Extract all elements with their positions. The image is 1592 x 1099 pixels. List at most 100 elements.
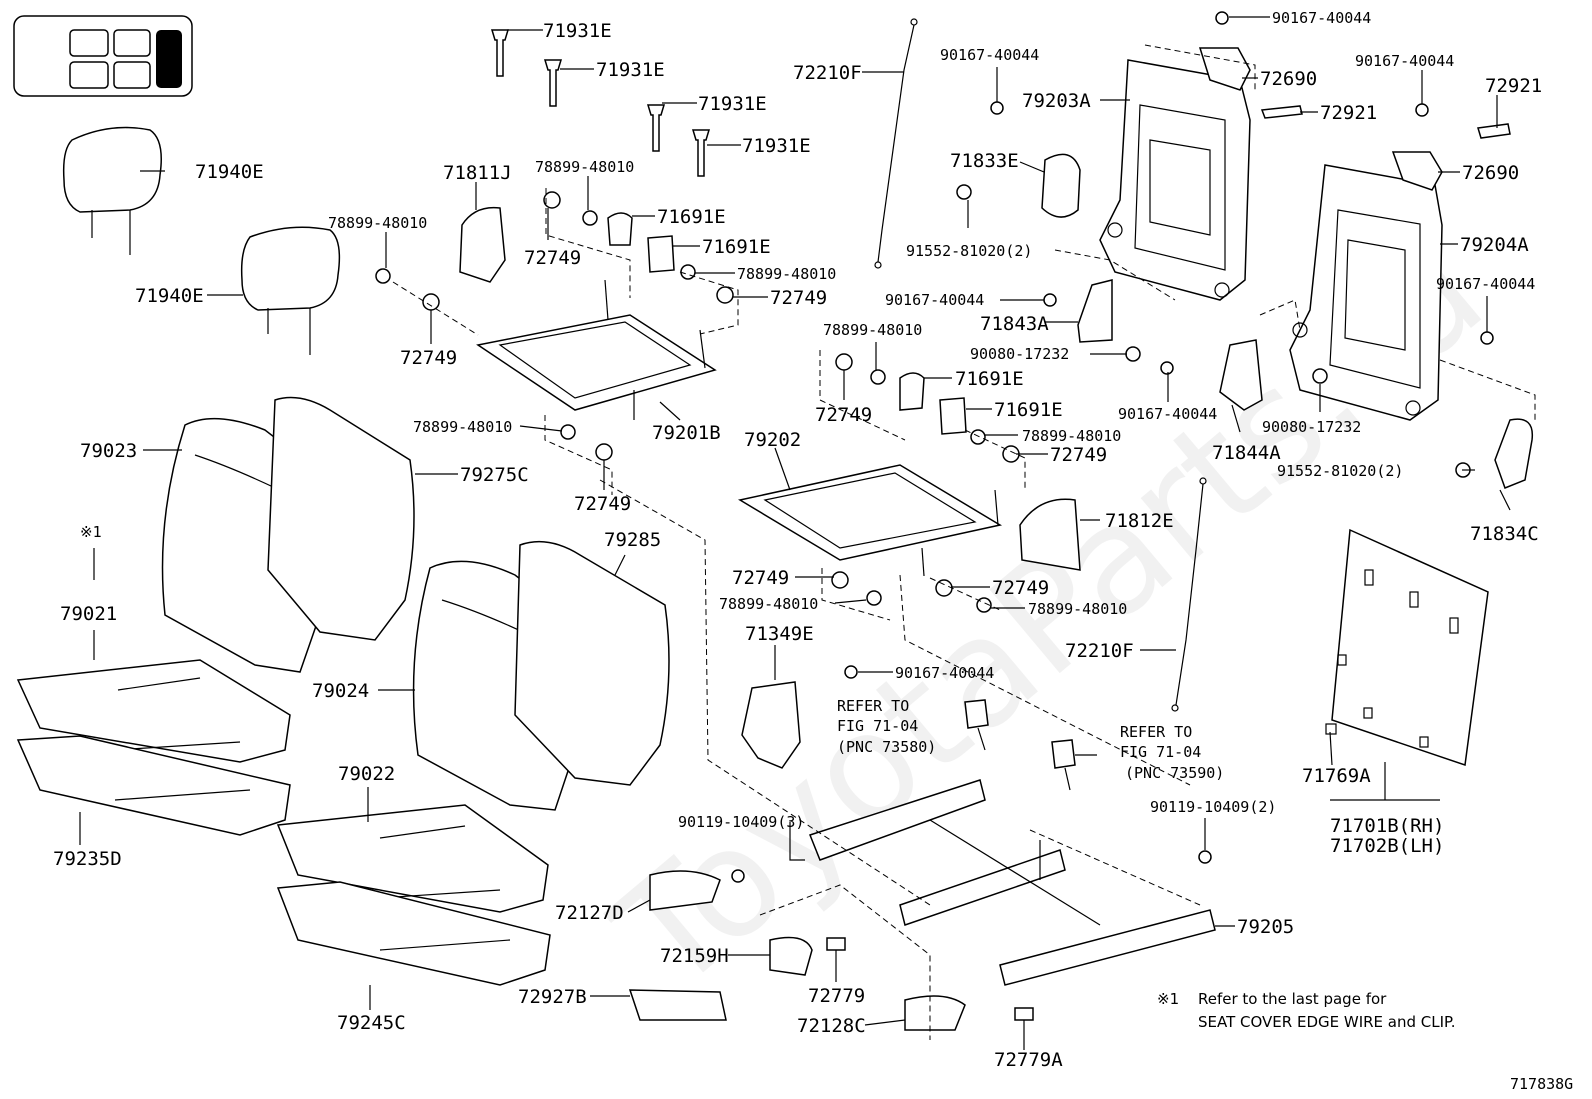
cushion-pad-79235D: [16, 735, 291, 836]
label-71701B: 71701B(RH): [1330, 815, 1444, 837]
label-90167-c: 90167-40044: [1436, 275, 1535, 293]
label-72210F-upper: 72210F: [793, 62, 862, 84]
hinge-cover-71834C: [1494, 418, 1534, 489]
label-78899-c: 78899-48010: [737, 265, 836, 283]
label-72159H: 72159H: [660, 945, 729, 967]
label-72921-2: 72921: [1485, 75, 1542, 97]
label-71691E-4: 71691E: [994, 399, 1063, 421]
label-71691E-3: 71691E: [955, 368, 1024, 390]
label-refer1-a: REFER TO: [837, 697, 909, 715]
label-71769A: 71769A: [1302, 765, 1371, 787]
label-71812E: 71812E: [1105, 510, 1174, 532]
label-72749-8: 72749: [992, 577, 1049, 599]
label-91552-2: 91552-81020(2): [1277, 462, 1403, 480]
label-72128C: 72128C: [797, 1015, 866, 1037]
label-78899-b: 78899-48010: [328, 214, 427, 232]
part-labels: 71931E 71931E 71931E 71931E 72210F 90167…: [53, 9, 1542, 1071]
label-refer1-c: (PNC 73580): [837, 738, 936, 756]
pads-71691E: [607, 212, 967, 435]
label-78899-e: 78899-48010: [413, 418, 512, 436]
label-79205: 79205: [1237, 916, 1294, 938]
release-cable-upper: [874, 18, 918, 269]
hinge-cover-71843A: [1077, 279, 1113, 343]
label-79022: 79022: [338, 763, 395, 785]
label-71931E-2: 71931E: [596, 59, 665, 81]
label-91552-1: 91552-81020(2): [906, 242, 1032, 260]
label-79201B: 79201B: [652, 422, 721, 444]
footnote-mark: ※1: [1157, 990, 1179, 1008]
label-refer2-c: (PNC 73590): [1125, 764, 1224, 782]
label-78899-g: 78899-48010: [719, 595, 818, 613]
label-72127D: 72127D: [555, 902, 624, 924]
label-79275C: 79275C: [460, 464, 529, 486]
label-78899-a: 78899-48010: [535, 158, 634, 176]
assembly-lines: [392, 44, 1536, 1040]
seat-rails-79205: [809, 779, 1216, 986]
footnote: ※1 Refer to the last page for SEAT COVER…: [1157, 990, 1456, 1031]
back-board-71701B: [1325, 528, 1489, 767]
label-71940E-2: 71940E: [135, 285, 204, 307]
label-90167-d: 90167-40044: [885, 291, 984, 309]
label-71811J: 71811J: [443, 162, 512, 184]
label-71931E-4: 71931E: [742, 135, 811, 157]
label-note-mark-1: ※1: [80, 523, 102, 541]
label-71691E-1: 71691E: [657, 206, 726, 228]
label-79245C: 79245C: [337, 1012, 406, 1034]
footnote-line-2: SEAT COVER EDGE WIRE and CLIP.: [1198, 1013, 1456, 1031]
release-cable-lower: [1171, 477, 1207, 712]
label-90080-1: 90080-17232: [970, 345, 1069, 363]
headrest-guide-pins: [490, 29, 711, 177]
label-72927B: 72927B: [518, 986, 587, 1008]
fasteners: [375, 11, 1494, 883]
hinge-cover-71833E: [1041, 153, 1081, 218]
label-90167-a: 90167-40044: [940, 46, 1039, 64]
label-79285: 79285: [604, 529, 661, 551]
label-71349E: 71349E: [745, 623, 814, 645]
label-refer2-b: FIG 71-04: [1120, 743, 1201, 761]
label-72921-1: 72921: [1320, 102, 1377, 124]
cover-71811J: [459, 206, 506, 283]
hinge-covers-72690: [1198, 47, 1443, 191]
hinge-cover-71844A: [1219, 339, 1263, 411]
label-79235D: 79235D: [53, 848, 122, 870]
label-79021: 79021: [60, 603, 117, 625]
label-90080-2: 90080-17232: [1262, 418, 1361, 436]
headrest-lower: [240, 226, 341, 355]
label-90167-b: 90167-40044: [1355, 52, 1454, 70]
label-71931E-1: 71931E: [543, 20, 612, 42]
label-72690-2: 72690: [1462, 162, 1519, 184]
label-79203A: 79203A: [1022, 90, 1091, 112]
label-79024: 79024: [312, 680, 369, 702]
label-79023: 79023: [80, 440, 137, 462]
label-72749-6: 72749: [574, 493, 631, 515]
label-71691E-2: 71691E: [702, 236, 771, 258]
label-78899-f: 78899-48010: [1022, 427, 1121, 445]
label-refer2-a: REFER TO: [1120, 723, 1192, 741]
diagram-id: 717838G: [1510, 1075, 1573, 1093]
seatback-frame-79203A: [1099, 59, 1251, 301]
cover-71349E: [741, 681, 801, 769]
label-72749-5: 72749: [1050, 444, 1107, 466]
label-72749-3: 72749: [400, 347, 457, 369]
label-78899-h: 78899-48010: [1028, 600, 1127, 618]
label-90167-e: 90167-40044: [1118, 405, 1217, 423]
cover-71812E: [1019, 498, 1081, 571]
locator-thumbnail: [13, 15, 193, 97]
label-71702B: 71702B(LH): [1330, 835, 1444, 857]
cushion-frame-79202: [737, 464, 1003, 577]
belt-buckle-73580: [964, 699, 989, 751]
footnote-line-1: Refer to the last page for: [1198, 990, 1387, 1008]
label-72749-4: 72749: [815, 404, 872, 426]
cushion-pad-79245C: [276, 881, 551, 986]
label-79204A: 79204A: [1460, 234, 1529, 256]
label-79202: 79202: [744, 429, 801, 451]
clips-72921: [1260, 105, 1511, 139]
belt-buckle-73590: [1051, 739, 1076, 791]
label-72690-1: 72690: [1260, 68, 1317, 90]
label-72779A: 72779A: [994, 1049, 1063, 1071]
label-90167-f: 90167-40044: [895, 664, 994, 682]
label-90119-3: 90119-10409(3): [678, 813, 804, 831]
label-71834C: 71834C: [1470, 523, 1539, 545]
seatback-pad-79285: [514, 540, 670, 786]
